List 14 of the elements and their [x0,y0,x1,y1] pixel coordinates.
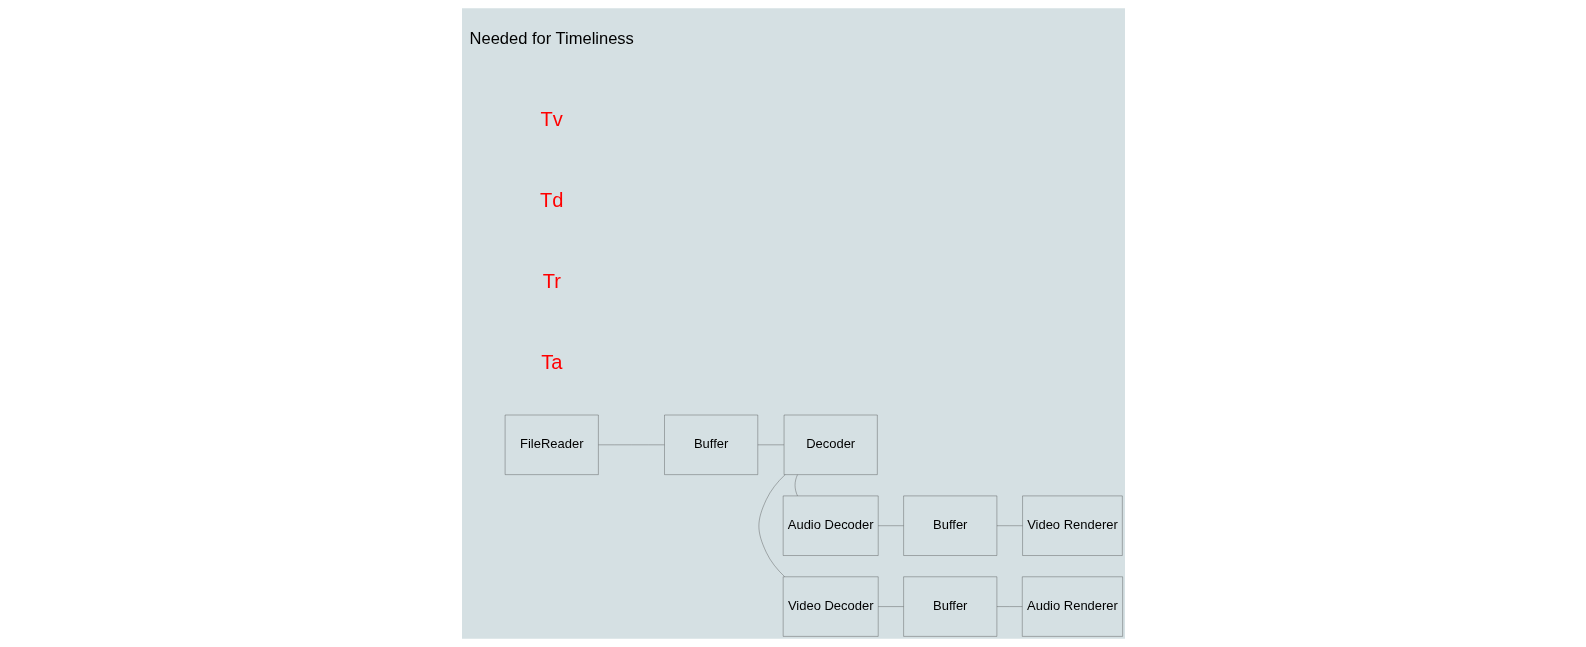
node-box: Buffer [902,576,997,637]
node-box: Audio Decoder [782,495,878,556]
node-box: Video Decoder [782,576,878,637]
node-box: Decoder [783,414,877,475]
node-box: FileReader [504,414,599,475]
label: Tr [542,270,561,293]
label: Ta [540,351,562,374]
node-box: Video Renderer [1021,495,1122,556]
node-box: Buffer [663,414,758,475]
label: Td [539,189,563,212]
label: Needed for Timeliness [469,29,634,49]
label: Tv [540,108,563,131]
node-box: Buffer [902,495,997,556]
node-box: Audio Renderer [1021,576,1123,637]
